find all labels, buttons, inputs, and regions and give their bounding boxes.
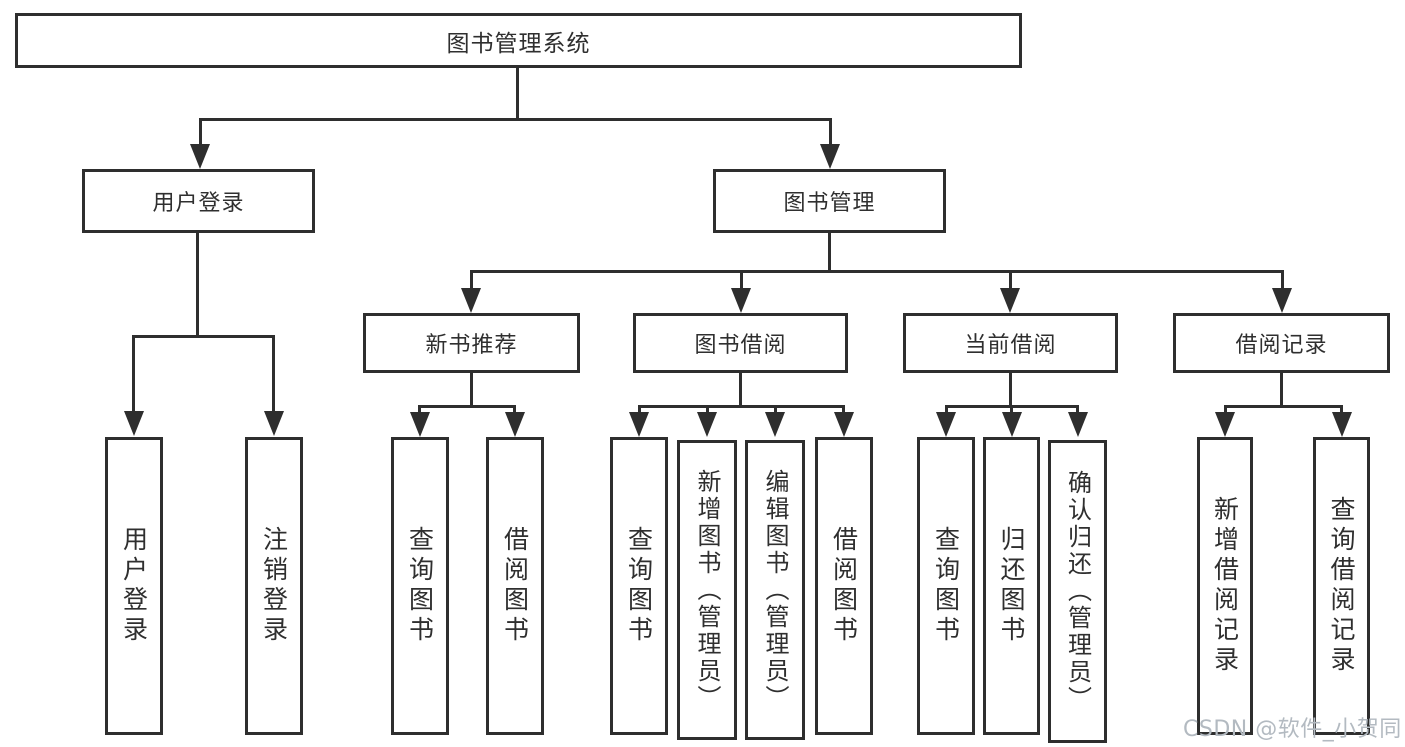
leaf-logout: 注销登录 (245, 437, 303, 735)
node-new-book-rec: 新书推荐 (363, 313, 580, 373)
connector-level2-rail (199, 118, 832, 121)
arrow-down-icon (190, 144, 210, 169)
arrow-down-icon (1002, 412, 1022, 437)
connector-drop (842, 408, 845, 414)
connector-borrow-records-stem (1280, 373, 1283, 405)
arrow-down-icon (765, 412, 785, 437)
node-borrow-records-label: 借阅记录 (1235, 333, 1328, 358)
arrow-down-icon (936, 412, 956, 437)
arrow-down-icon (1215, 412, 1235, 437)
connector-drop (638, 408, 641, 414)
leaf-query-books-rec-label: 查询图书 (405, 526, 435, 646)
arrow-down-icon (461, 288, 481, 313)
arrow-down-icon (1000, 288, 1020, 313)
connector-drop (706, 408, 709, 414)
connector-drop-book-borrow (740, 273, 743, 289)
leaf-borrow-books-rec: 借阅图书 (486, 437, 544, 735)
node-user-login: 用户登录 (82, 169, 315, 233)
node-root: 图书管理系统 (15, 13, 1022, 68)
leaf-confirm-return-admin: 确认归还（管理员） (1048, 440, 1107, 743)
leaf-confirm-return-admin-label: 确认归还（管理员） (1063, 470, 1092, 713)
connector-drop (418, 408, 421, 414)
leaf-add-book-admin-label: 新增图书（管理员） (693, 468, 721, 712)
connector-book-borrow-rail (638, 405, 845, 408)
connector-book-borrow-stem (739, 373, 742, 405)
connector-drop-user-login (199, 121, 202, 146)
arrow-down-icon (505, 412, 525, 437)
connector-drop-book-mgmt (829, 121, 832, 146)
csdn-watermark: CSDN @软件_小贺同学 (1183, 717, 1402, 742)
leaf-user-login-label: 用户登录 (119, 526, 149, 646)
connector-current-borrow-stem (1009, 373, 1012, 405)
node-root-label: 图书管理系统 (446, 30, 591, 57)
leaf-borrow-books-borrow: 借阅图书 (815, 437, 873, 735)
arrow-down-icon (1272, 288, 1292, 313)
connector-level3-rail (470, 270, 1284, 273)
leaf-edit-book-admin-label: 编辑图书（管理员） (761, 468, 789, 712)
connector-drop (1076, 408, 1079, 414)
node-new-book-rec-label: 新书推荐 (425, 333, 518, 358)
connector-drop-current-borrow (1009, 273, 1012, 289)
connector-drop-leaf-logout (272, 338, 275, 412)
node-user-login-label: 用户登录 (152, 191, 245, 216)
node-current-borrow-label: 当前借阅 (964, 333, 1057, 358)
connector-drop (1010, 408, 1013, 414)
connector-drop (1340, 408, 1343, 414)
connector-borrow-records-rail (1224, 405, 1343, 408)
leaf-query-books-current-label: 查询图书 (931, 526, 961, 646)
arrow-down-icon (834, 412, 854, 437)
connector-user-login-stem (196, 233, 199, 335)
node-book-mgmt-label: 图书管理 (783, 191, 876, 216)
connector-new-book-rec-stem (470, 373, 473, 405)
node-book-borrow-label: 图书借阅 (694, 333, 787, 358)
leaf-return-books-label: 归还图书 (997, 526, 1026, 646)
node-borrow-records: 借阅记录 (1173, 313, 1390, 373)
leaf-query-borrow-record-label: 查询借阅记录 (1327, 496, 1356, 676)
leaf-return-books: 归还图书 (983, 437, 1040, 735)
connector-drop-new-book-rec (470, 273, 473, 289)
node-book-borrow: 图书借阅 (633, 313, 848, 373)
connector-new-book-rec-rail (418, 405, 516, 408)
leaf-query-books-borrow: 查询图书 (610, 437, 668, 735)
leaf-query-books-current: 查询图书 (917, 437, 975, 735)
connector-drop-leaf-user-login (132, 338, 135, 412)
leaf-borrow-books-borrow-label: 借阅图书 (829, 526, 859, 646)
leaf-user-login: 用户登录 (105, 437, 163, 735)
leaf-add-book-admin: 新增图书（管理员） (677, 440, 737, 740)
node-current-borrow: 当前借阅 (903, 313, 1118, 373)
connector-drop (774, 408, 777, 414)
leaf-edit-book-admin: 编辑图书（管理员） (745, 440, 805, 740)
leaf-add-borrow-record-label: 新增借阅记录 (1210, 496, 1240, 676)
arrow-down-icon (410, 412, 430, 437)
arrow-down-icon (1332, 412, 1352, 437)
arrow-down-icon (264, 411, 284, 436)
connector-drop-borrow-records (1281, 273, 1284, 289)
connector-root-stem (516, 68, 519, 118)
arrow-down-icon (1068, 412, 1088, 437)
leaf-query-borrow-record: 查询借阅记录 (1313, 437, 1370, 735)
leaf-borrow-books-rec-label: 借阅图书 (500, 526, 530, 646)
connector-drop (513, 408, 516, 414)
leaf-query-books-rec: 查询图书 (391, 437, 449, 735)
connector-book-mgmt-stem (828, 233, 831, 270)
arrow-down-icon (820, 144, 840, 169)
connector-drop (1224, 408, 1227, 414)
arrow-down-icon (697, 412, 717, 437)
node-book-mgmt: 图书管理 (713, 169, 946, 233)
arrow-down-icon (629, 412, 649, 437)
arrow-down-icon (124, 411, 144, 436)
connector-user-login-rail (132, 335, 275, 338)
leaf-logout-label: 注销登录 (259, 526, 289, 646)
arrow-down-icon (731, 288, 751, 313)
connector-current-borrow-rail (945, 405, 1079, 408)
leaf-add-borrow-record: 新增借阅记录 (1197, 437, 1253, 735)
connector-drop (945, 408, 948, 414)
leaf-query-books-borrow-label: 查询图书 (624, 526, 654, 646)
